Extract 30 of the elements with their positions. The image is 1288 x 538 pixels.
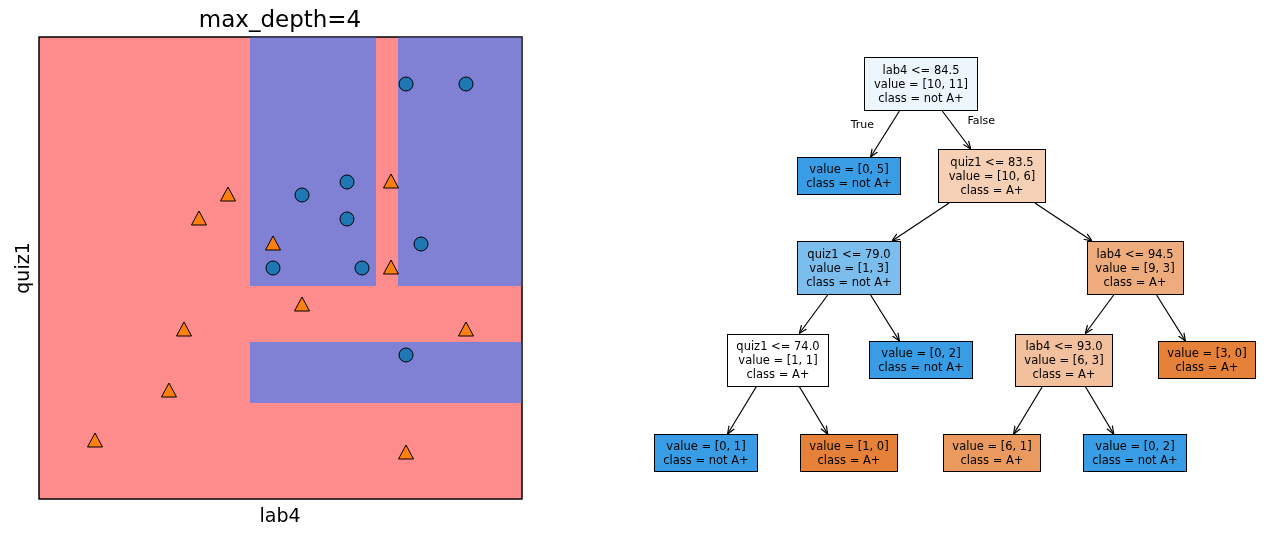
arrow <box>1013 385 1043 435</box>
edge-label: True <box>849 118 875 131</box>
arrow <box>1084 385 1115 435</box>
tree-node-box: quiz1 <= 74.0 value = [1, 1] class = A+ <box>727 333 829 387</box>
tree-node-box: lab4 <= 94.5 value = [9, 3] class = A+ <box>1086 241 1184 295</box>
tree-node-box: value = [6, 1] class = A+ <box>943 434 1041 472</box>
arrow <box>798 385 829 435</box>
arrow <box>727 385 757 435</box>
tree-node-box: lab4 <= 84.5 value = [10, 11] class = not A+ <box>864 57 978 111</box>
tree-node-box: value = [0, 1] class = not A+ <box>654 434 758 472</box>
tree-node-box: quiz1 <= 79.0 value = [1, 3] class = not A+ <box>797 241 901 295</box>
tree-node-box: quiz1 <= 83.5 value = [10, 6] class = A+ <box>938 149 1046 203</box>
arrow <box>870 110 900 158</box>
x-axis-label: lab4 <box>259 504 301 526</box>
tree-node-box: value = [1, 0] class = A+ <box>800 434 898 472</box>
arrow <box>798 294 829 335</box>
plot-title: max_depth=4 <box>197 6 363 32</box>
tree-node-box: value = [0, 2] class = not A+ <box>1083 434 1187 472</box>
arrow <box>941 110 972 150</box>
tree-node-box: value = [0, 2] class = not A+ <box>869 341 973 379</box>
tree-node-box: value = [0, 5] class = not A+ <box>797 157 901 195</box>
y-axis-label: quiz1 <box>11 242 33 294</box>
arrow <box>1156 294 1186 342</box>
tree-node-box: value = [3, 0] class = A+ <box>1158 341 1256 379</box>
arrow <box>870 294 900 342</box>
arrow <box>1084 294 1115 335</box>
tree-node-box: lab4 <= 93.0 value = [6, 3] class = A+ <box>1015 333 1113 387</box>
arrow <box>891 202 950 242</box>
arrow <box>1034 202 1093 242</box>
edge-label: False <box>966 114 997 127</box>
